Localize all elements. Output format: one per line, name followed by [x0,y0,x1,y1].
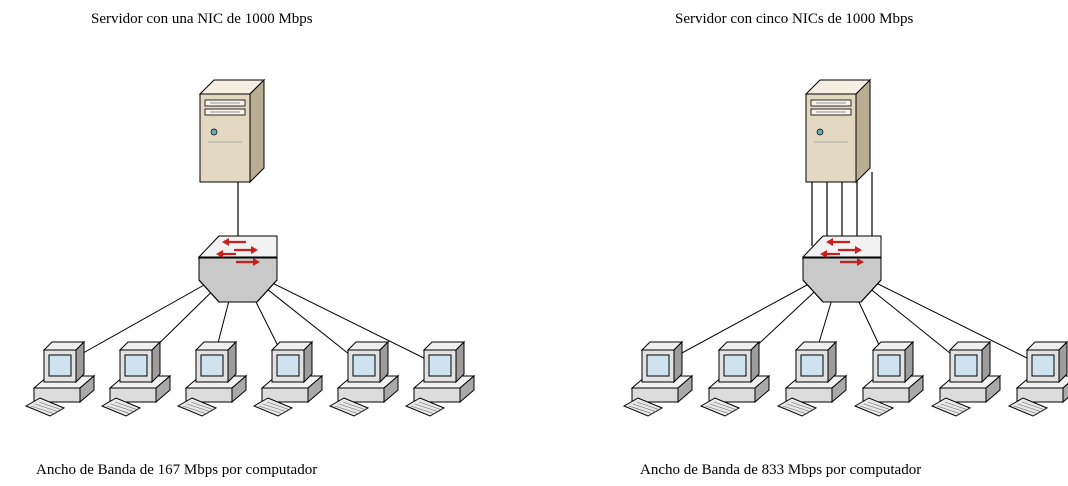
computer-icon [931,341,1001,417]
left-title: Servidor con una NIC de 1000 Mbps [91,11,313,27]
computer-icon [700,341,770,417]
server-links [811,172,873,246]
computer-icon [329,341,399,417]
right-panel [623,79,1068,417]
left-panel [25,79,475,417]
computer-icon [101,341,171,417]
computer-icon [777,341,847,417]
right-caption: Ancho de Banda de 833 Mbps por computado… [640,462,922,478]
right-title: Servidor con cinco NICs de 1000 Mbps [675,11,914,27]
switch-icon [197,234,279,304]
computer-icon [405,341,475,417]
server-icon [199,79,265,183]
computer-row [25,341,475,417]
computer-icon [854,341,924,417]
computer-icon [177,341,247,417]
computer-icon [623,341,693,417]
computer-row [623,341,1068,417]
computer-icon [253,341,323,417]
switch-icon [801,234,883,304]
server-icon [805,79,871,183]
computer-icon [25,341,95,417]
left-caption: Ancho de Banda de 167 Mbps por computado… [36,462,318,478]
